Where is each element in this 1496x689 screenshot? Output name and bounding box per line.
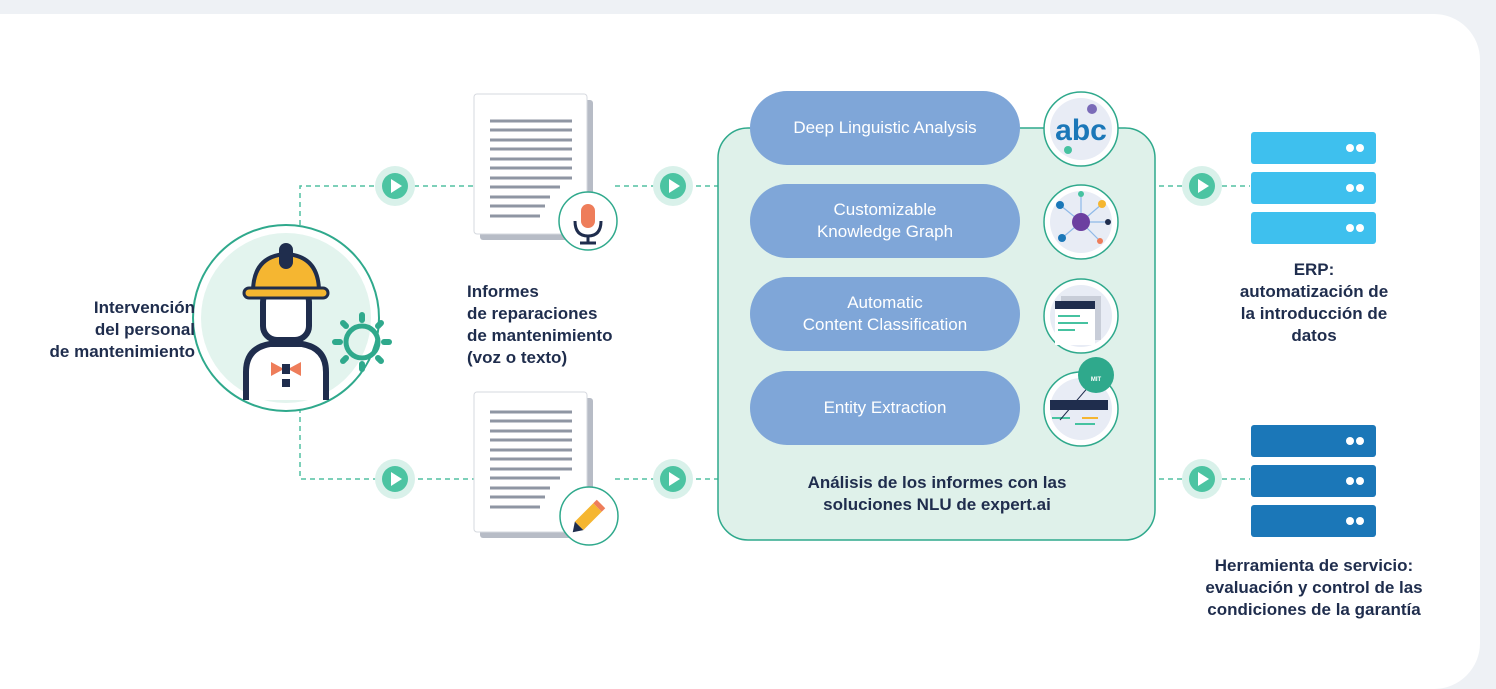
text-report-document-icon <box>473 391 619 546</box>
play-icon <box>653 166 693 206</box>
pencil-icon <box>559 486 619 546</box>
network-graph-icon <box>1043 184 1119 260</box>
module-knowledge-graph: Customizable Knowledge Graph <box>750 184 1020 258</box>
entity-icon: MIT <box>1043 357 1119 447</box>
erp-server-icon <box>1251 132 1376 244</box>
play-icon <box>653 459 693 499</box>
documents-icon <box>1043 278 1119 354</box>
abc-icon: abc <box>1043 91 1119 167</box>
erp-label: ERP: automatización de la introducción d… <box>1239 260 1389 345</box>
play-icon <box>375 166 415 206</box>
svg-text:abc: abc <box>1055 114 1107 147</box>
worker-label: Intervención del personal de mantenimien… <box>49 298 195 361</box>
arrow-buttons <box>375 166 1222 499</box>
analysis-label: Análisis de los informes con las solucio… <box>807 473 1067 514</box>
module-entity-extraction: Entity Extraction <box>750 371 1020 445</box>
microphone-icon <box>558 191 618 251</box>
play-icon <box>1182 166 1222 206</box>
play-icon <box>375 459 415 499</box>
module-content-classification: Automatic Content Classification <box>750 277 1020 351</box>
connector-worker-top <box>299 185 480 243</box>
connector-worker-bottom <box>299 390 480 480</box>
voice-report-document-icon <box>473 93 618 251</box>
service-tool-label: Herramienta de servicio: evaluación y co… <box>1205 556 1423 619</box>
maintenance-worker-icon <box>192 224 392 412</box>
module-deep-linguistic-analysis: Deep Linguistic Analysis <box>750 91 1020 165</box>
reports-label: Informes de reparaciones de mantenimient… <box>467 282 613 367</box>
service-server-icon <box>1251 425 1376 537</box>
play-icon <box>1182 459 1222 499</box>
gear-icon <box>332 312 392 372</box>
svg-text:MIT: MIT <box>1091 377 1102 383</box>
